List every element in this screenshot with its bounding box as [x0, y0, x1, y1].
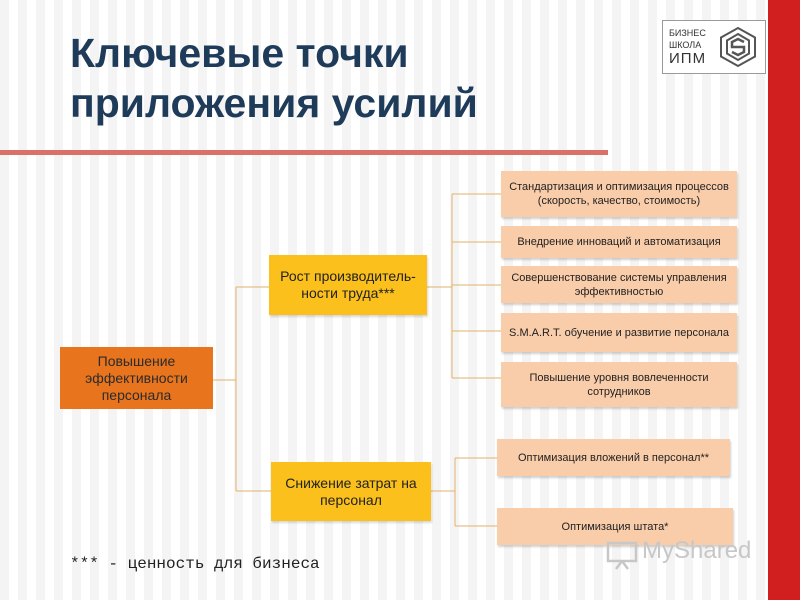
slide-title: Ключевые точки приложения усилий	[70, 28, 478, 128]
watermark-text: MyShared	[642, 537, 752, 564]
leaf-node-staff-optimization: Оптимизация штата*	[497, 508, 733, 545]
logo-line-1: БИЗНЕС	[669, 28, 706, 38]
leaf-node-investment-optimization: Оптимизация вложений в персонал**	[497, 439, 730, 476]
title-line-1: Ключевые точки	[70, 30, 409, 76]
leaf-node-smart-training: S.M.A.R.T. обучение и развитие персонала	[501, 313, 737, 352]
logo-ipm: БИЗНЕС ШКОЛА ИПМ	[662, 20, 766, 74]
leaf-node-standardization: Стандартизация и оптимизация процессов (…	[501, 171, 737, 217]
title-underline	[0, 150, 608, 155]
leaf-node-innovation: Внедрение инноваций и автоматизация	[501, 226, 737, 258]
branch-node-cost-reduction: Снижение затрат на персонал	[271, 462, 431, 521]
logo-line-2: ШКОЛА	[669, 40, 702, 50]
logo-text: БИЗНЕС ШКОЛА ИПМ	[669, 27, 707, 67]
red-side-band	[768, 0, 800, 600]
branch-node-productivity: Рост производитель-ности труда***	[269, 255, 427, 315]
root-node: Повышение эффективности персонала	[60, 347, 213, 409]
footnote: *** - ценность для бизнеса	[70, 555, 320, 573]
leaf-node-engagement: Повышение уровня вовлеченности сотрудник…	[501, 362, 737, 407]
leaf-node-performance-management: Совершенствование системы управления эфф…	[501, 266, 737, 303]
logo-line-3: ИПМ	[669, 50, 707, 67]
title-line-2: приложения усилий	[70, 80, 478, 126]
logo-emblem-icon	[720, 26, 756, 68]
presentation-icon	[606, 541, 638, 570]
